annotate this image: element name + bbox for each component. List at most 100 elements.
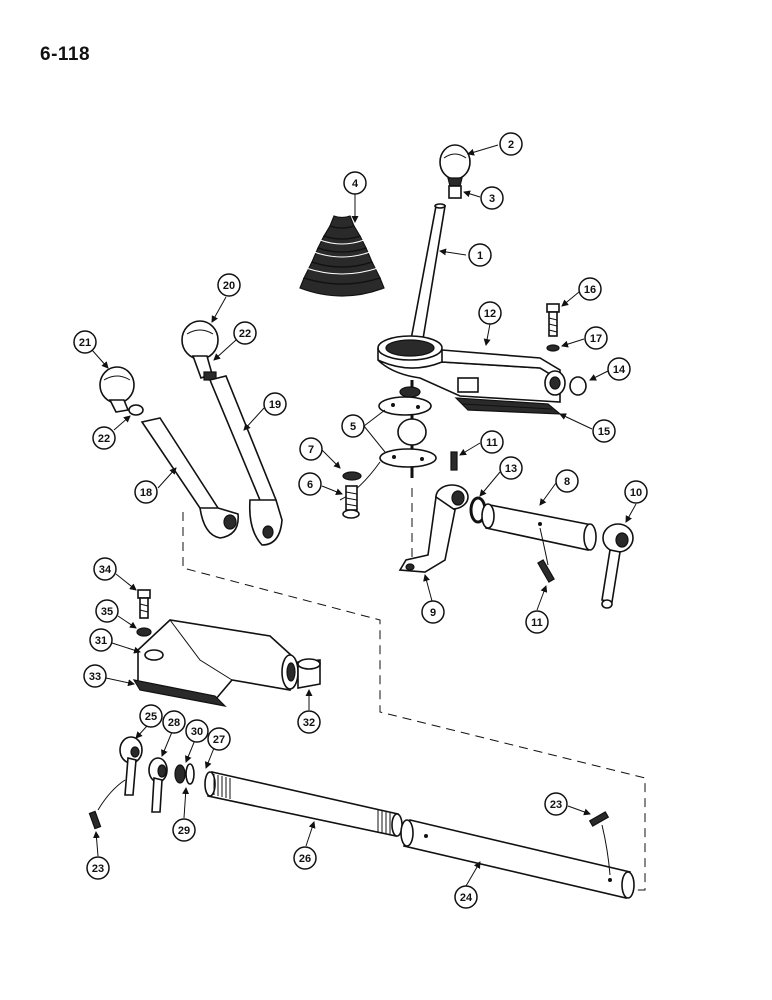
svg-text:23: 23 xyxy=(92,863,104,875)
shaft-components xyxy=(119,736,195,813)
splined-shaft xyxy=(204,771,403,837)
callout-2: 2 xyxy=(467,132,523,156)
svg-text:24: 24 xyxy=(460,892,473,904)
bolt-washer-upper xyxy=(546,303,560,352)
callout-34: 34 xyxy=(93,557,137,591)
callout-5: 5 xyxy=(341,409,386,453)
cross-shaft xyxy=(481,503,597,566)
callout-3: 3 xyxy=(463,186,504,210)
bolt-washer-lower xyxy=(136,589,152,637)
svg-text:11: 11 xyxy=(486,437,498,449)
svg-text:22: 22 xyxy=(239,328,251,340)
callout-30: 30 xyxy=(185,719,209,763)
pin-guide-right xyxy=(601,824,611,876)
screw-washer xyxy=(342,471,362,519)
svg-text:34: 34 xyxy=(99,564,112,576)
svg-text:2: 2 xyxy=(508,139,514,151)
svg-text:6: 6 xyxy=(307,479,313,491)
svg-text:1: 1 xyxy=(477,250,483,262)
callout-28: 28 xyxy=(161,710,186,757)
callout-29: 29 xyxy=(172,787,196,842)
callout-13: 13 xyxy=(479,456,523,497)
callout-12: 12 xyxy=(478,301,502,346)
assembly-dashed-lines xyxy=(182,488,646,891)
callout-4: 4 xyxy=(343,171,367,223)
svg-text:25: 25 xyxy=(145,711,157,723)
callout-18: 18 xyxy=(134,467,177,504)
svg-text:9: 9 xyxy=(430,607,436,619)
callout-23-right: 23 xyxy=(544,792,591,816)
svg-text:18: 18 xyxy=(140,487,152,499)
svg-text:13: 13 xyxy=(505,463,517,475)
callout-25: 25 xyxy=(135,704,163,739)
crank-lever xyxy=(398,484,469,573)
svg-text:23: 23 xyxy=(550,799,562,811)
svg-text:7: 7 xyxy=(308,444,314,456)
svg-text:14: 14 xyxy=(613,364,626,376)
svg-text:32: 32 xyxy=(303,717,315,729)
svg-text:5: 5 xyxy=(350,421,356,433)
range-lever-18 xyxy=(99,366,239,539)
callout-27: 27 xyxy=(204,727,231,769)
callout-26: 26 xyxy=(293,821,317,870)
svg-text:19: 19 xyxy=(269,399,281,411)
svg-text:29: 29 xyxy=(178,825,190,837)
svg-text:20: 20 xyxy=(223,280,235,292)
callout-35: 35 xyxy=(95,599,137,629)
callout-14: 14 xyxy=(589,357,631,381)
callout-10: 10 xyxy=(624,480,648,523)
bushing xyxy=(297,658,321,689)
svg-text:22: 22 xyxy=(98,433,110,445)
svg-text:15: 15 xyxy=(598,426,610,438)
range-lever-19 xyxy=(181,320,283,546)
callout-21: 21 xyxy=(73,330,109,369)
svg-text:35: 35 xyxy=(101,606,113,618)
lower-housing xyxy=(132,619,299,707)
callout-20: 20 xyxy=(211,273,241,323)
callout-7: 7 xyxy=(299,437,341,469)
callout-22-lower: 22 xyxy=(92,415,131,450)
callout-33: 33 xyxy=(83,664,135,688)
callout-15: 15 xyxy=(559,413,616,443)
callout-17: 17 xyxy=(561,326,608,350)
svg-text:11: 11 xyxy=(531,617,543,629)
svg-text:26: 26 xyxy=(299,853,311,865)
svg-text:16: 16 xyxy=(584,284,596,296)
shift-housing xyxy=(377,335,566,415)
svg-text:8: 8 xyxy=(564,476,570,488)
callout-19: 19 xyxy=(243,392,287,431)
plug-part xyxy=(569,376,587,396)
callout-23-left: 23 xyxy=(86,831,110,880)
pin-guide-left xyxy=(97,779,126,811)
roll-pin-right xyxy=(588,811,610,827)
callout-31: 31 xyxy=(89,628,141,654)
boot-part xyxy=(299,215,385,297)
roll-pin-left xyxy=(88,810,102,830)
pin-upper xyxy=(450,451,458,471)
svg-text:31: 31 xyxy=(95,635,107,647)
pin-lower xyxy=(537,559,555,583)
callout-6: 6 xyxy=(298,472,343,496)
svg-text:12: 12 xyxy=(484,308,496,320)
callout-1: 1 xyxy=(439,243,492,267)
gear-lever-assembly xyxy=(409,144,471,346)
callout-9: 9 xyxy=(421,574,445,624)
svg-text:21: 21 xyxy=(79,337,91,349)
svg-text:17: 17 xyxy=(590,333,602,345)
page-number: 6-118 xyxy=(40,44,91,65)
svg-text:10: 10 xyxy=(630,487,642,499)
svg-text:30: 30 xyxy=(191,726,203,738)
svg-text:27: 27 xyxy=(213,734,225,746)
selector-arm xyxy=(601,523,634,609)
callout-11-upper: 11 xyxy=(459,430,504,456)
callout-32: 32 xyxy=(297,689,321,734)
svg-text:28: 28 xyxy=(168,717,180,729)
svg-text:3: 3 xyxy=(489,193,495,205)
callout-11-lower: 11 xyxy=(525,585,549,634)
callout-16: 16 xyxy=(561,277,602,307)
callout-22-upper: 22 xyxy=(213,321,257,361)
svg-text:4: 4 xyxy=(352,178,359,190)
tube-shaft xyxy=(400,819,635,899)
svg-text:33: 33 xyxy=(89,671,101,683)
